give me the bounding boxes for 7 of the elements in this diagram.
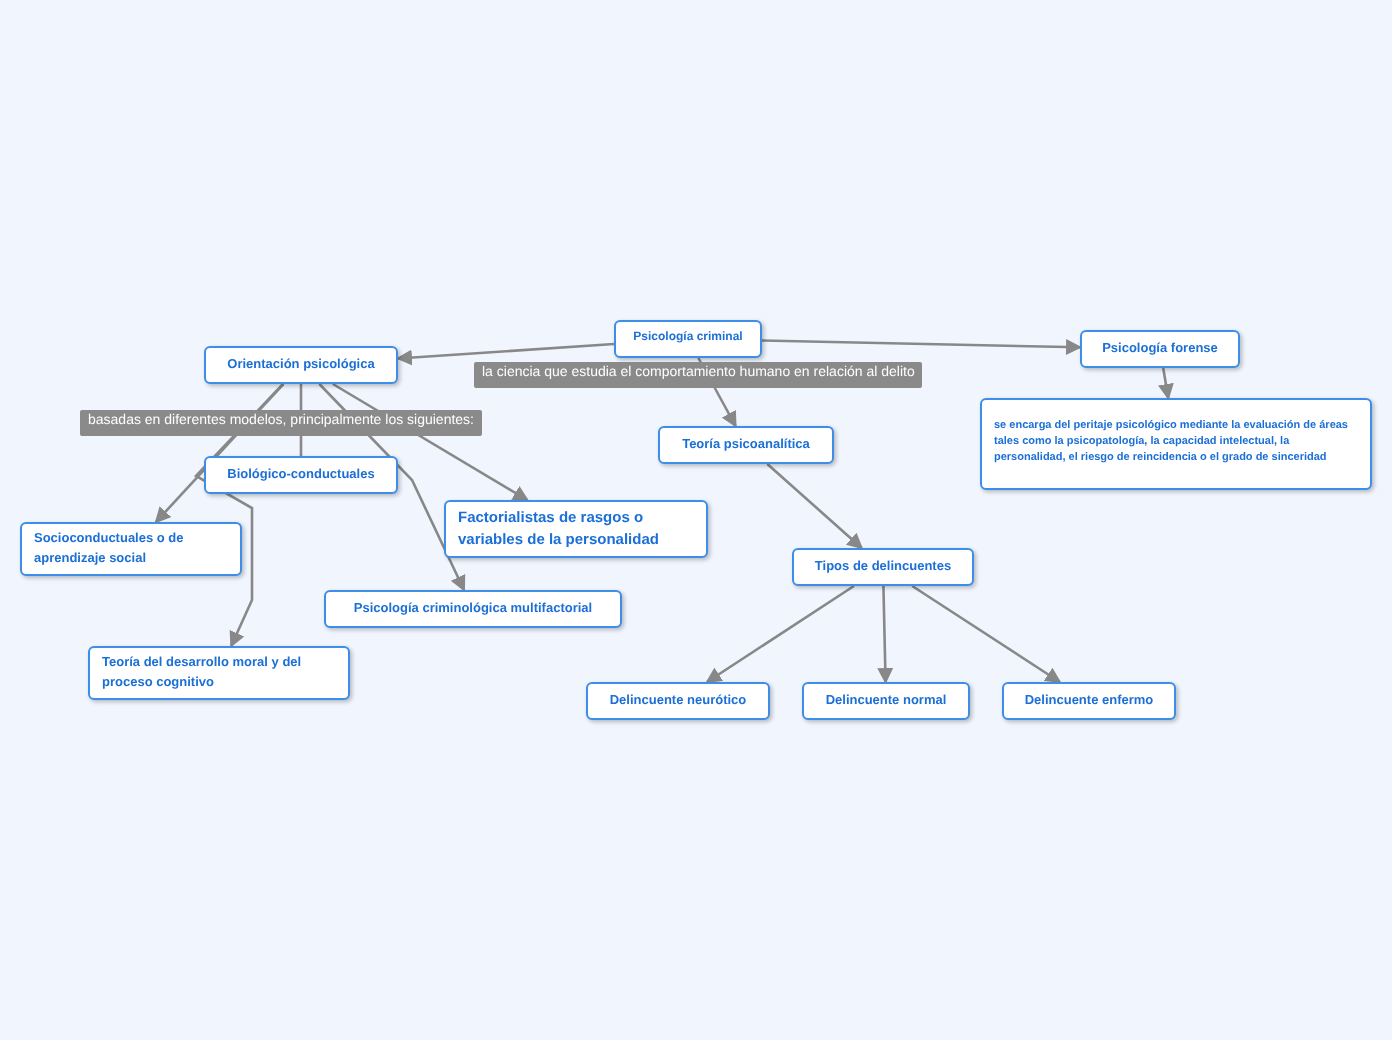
arrow bbox=[766, 463, 864, 550]
arrow bbox=[396, 342, 615, 366]
arrow bbox=[761, 339, 1082, 355]
arrow bbox=[911, 584, 1062, 684]
arrow bbox=[877, 585, 894, 684]
arrow bbox=[705, 584, 855, 684]
arrow bbox=[1158, 367, 1174, 400]
